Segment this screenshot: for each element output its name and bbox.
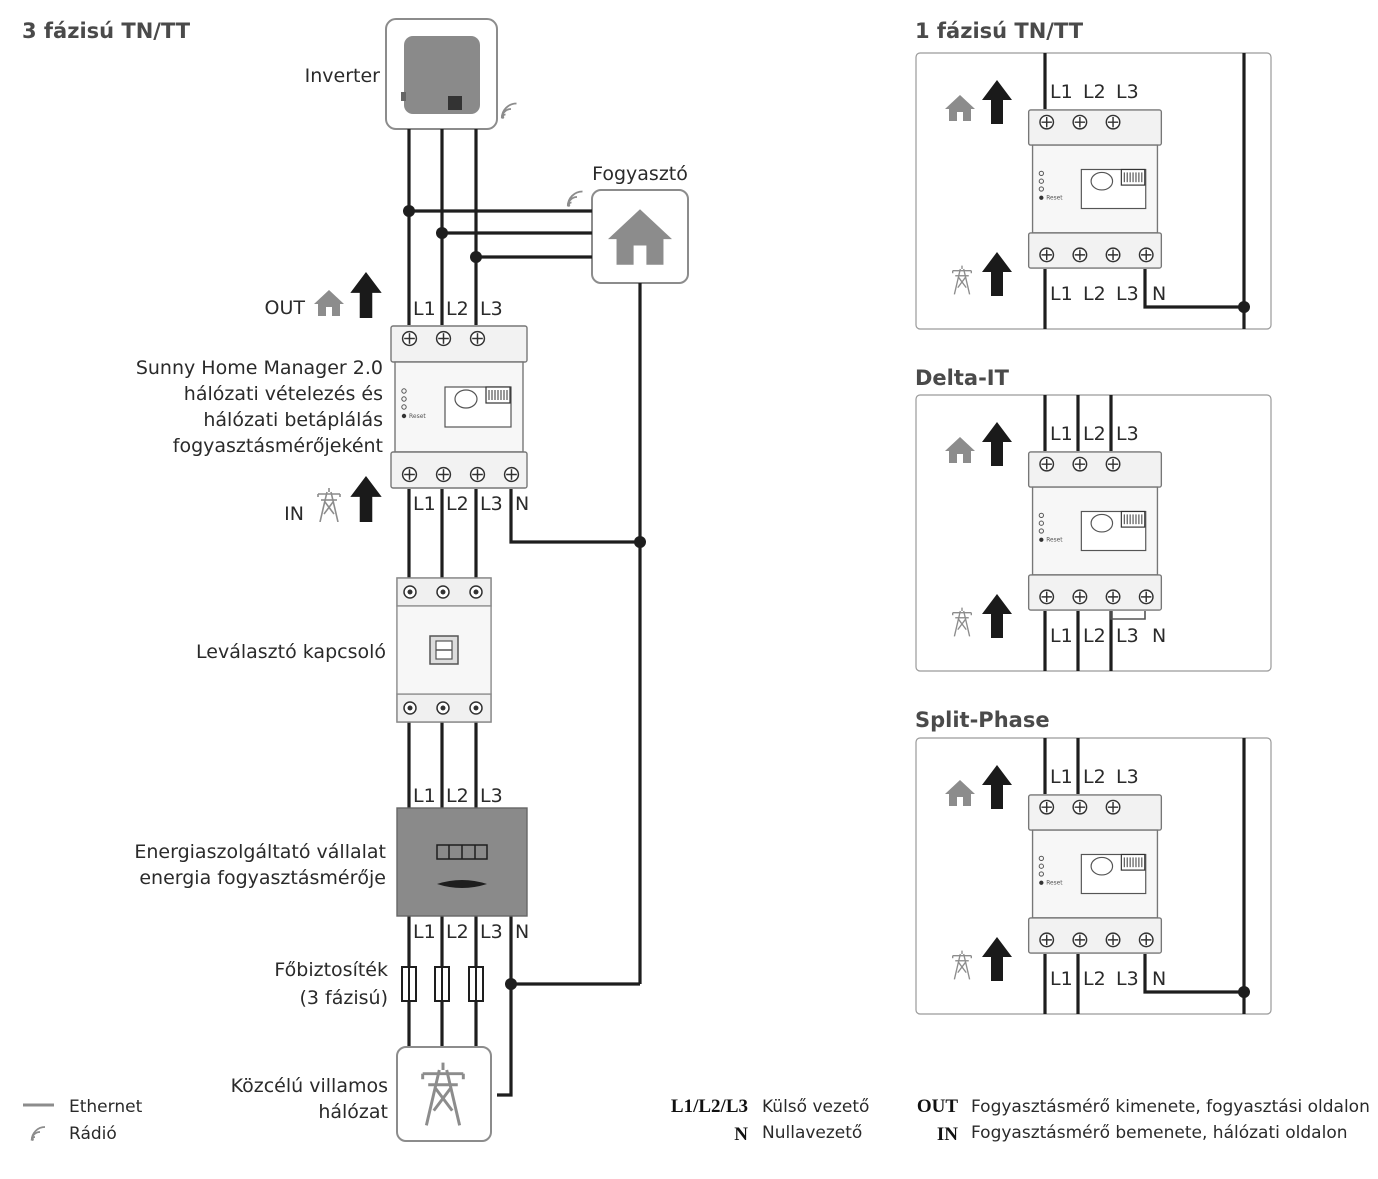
radio-icon xyxy=(30,1126,46,1142)
meter-device xyxy=(1028,794,1163,954)
phase-n: N xyxy=(1152,283,1166,305)
main-wires xyxy=(403,129,646,1097)
fuse-label-2: (3 fázisú) xyxy=(300,987,388,1009)
phase-l2: L2 xyxy=(1083,283,1106,305)
legend-out-key: OUT xyxy=(917,1096,959,1117)
utility-label-2: energia fogyasztásmérője xyxy=(139,867,386,889)
phase-l1: L1 xyxy=(1050,968,1073,990)
phase-l1: L1 xyxy=(413,921,436,943)
phase-l3: L3 xyxy=(480,493,503,515)
phase-n: N xyxy=(515,921,529,943)
radio-icon xyxy=(566,190,584,208)
inverter xyxy=(385,18,518,130)
phase-n: N xyxy=(1152,625,1166,647)
phase-l3: L3 xyxy=(480,785,503,807)
legend-ethernet: Ethernet xyxy=(69,1097,143,1117)
phase-l3: L3 xyxy=(1116,423,1139,445)
phase-l2: L2 xyxy=(1083,423,1106,445)
house-icon xyxy=(314,290,344,316)
delta-title: Delta-IT xyxy=(915,366,1010,390)
phase-l1: L1 xyxy=(1050,81,1073,103)
shm-label-3: hálózati betáplálás xyxy=(203,409,383,431)
phase-l1: L1 xyxy=(1050,283,1073,305)
phase-l1: L1 xyxy=(413,785,436,807)
main-title: 3 fázisú TN/TT xyxy=(22,19,191,43)
up-arrow-icon xyxy=(350,272,382,318)
utility-label-1: Energiaszolgáltató vállalat xyxy=(134,841,386,863)
phase-l3: L3 xyxy=(1116,968,1139,990)
legend-n-key: N xyxy=(734,1124,748,1145)
consumer xyxy=(566,189,689,284)
phase-l2: L2 xyxy=(446,921,469,943)
legend-n-desc: Nullavezető xyxy=(762,1123,862,1143)
grid-label-1: Közcélú villamos xyxy=(231,1075,388,1097)
shm-label-1: Sunny Home Manager 2.0 xyxy=(136,357,383,379)
phase-l2: L2 xyxy=(1083,625,1106,647)
phase-l2: L2 xyxy=(446,785,469,807)
phase-l3: L3 xyxy=(1116,766,1139,788)
phase-l3: L3 xyxy=(1116,81,1139,103)
up-arrow-icon xyxy=(350,476,382,522)
meter-device xyxy=(1028,451,1163,611)
phase-l3: L3 xyxy=(1116,625,1139,647)
legend-l-key: L1/L2/L3 xyxy=(671,1096,748,1117)
legend-in-key: IN xyxy=(937,1124,958,1145)
main-fuses xyxy=(401,966,484,1002)
split-title: Split-Phase xyxy=(915,708,1050,732)
pylon-icon xyxy=(317,488,341,522)
radio-icon xyxy=(500,102,518,120)
public-grid xyxy=(396,1046,492,1142)
phase-l3: L3 xyxy=(1116,283,1139,305)
phase-l2: L2 xyxy=(1083,968,1106,990)
in-label: IN xyxy=(284,503,304,525)
phase-l2: L2 xyxy=(446,298,469,320)
delta-it-panel xyxy=(915,394,1272,672)
phase-n: N xyxy=(515,493,529,515)
phase-l1: L1 xyxy=(413,298,436,320)
split-phase-panel xyxy=(915,737,1272,1015)
fuse-label-1: Főbiztosíték xyxy=(274,959,388,981)
phase-l2: L2 xyxy=(446,493,469,515)
phase-l1: L1 xyxy=(413,493,436,515)
meter-device xyxy=(1028,109,1163,269)
phase-l1: L1 xyxy=(1050,766,1073,788)
grid-label-2: hálózat xyxy=(318,1101,388,1123)
sunny-home-manager xyxy=(390,325,528,489)
one-phase-panel xyxy=(915,52,1272,330)
disconnector-switch xyxy=(396,577,492,723)
legend-l-desc: Külső vezető xyxy=(762,1097,869,1117)
phase-l1: L1 xyxy=(1050,625,1073,647)
shm-label-4: fogyasztásmérőjeként xyxy=(173,435,383,457)
legend-in-desc: Fogyasztásmérő bemenete, hálózati oldalo… xyxy=(971,1123,1348,1143)
utility-energy-meter xyxy=(396,807,528,917)
phase-l1: L1 xyxy=(1050,423,1073,445)
phase-l3: L3 xyxy=(480,298,503,320)
disconnector-label: Leválasztó kapcsoló xyxy=(196,641,386,663)
phase-l2: L2 xyxy=(1083,81,1106,103)
one-phase-title: 1 fázisú TN/TT xyxy=(915,19,1084,43)
phase-l3: L3 xyxy=(480,921,503,943)
inverter-label: Inverter xyxy=(305,65,381,87)
legend-out-desc: Fogyasztásmérő kimenete, fogyasztási old… xyxy=(971,1097,1370,1117)
phase-l2: L2 xyxy=(1083,766,1106,788)
phase-n: N xyxy=(1152,968,1166,990)
shm-label-2: hálózati vételezés és xyxy=(184,383,383,405)
consumer-label: Fogyasztó xyxy=(592,163,688,185)
legend-radio: Rádió xyxy=(69,1124,117,1144)
out-label: OUT xyxy=(265,297,306,319)
